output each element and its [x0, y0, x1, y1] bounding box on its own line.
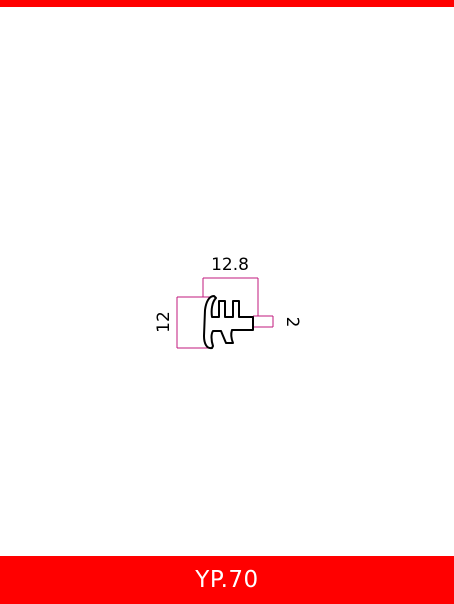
top-accent-bar	[0, 0, 454, 7]
dimension-height-label: 12	[154, 311, 174, 333]
dimension-height: 12	[154, 296, 210, 349]
dimension-width: 12.8	[202, 255, 259, 316]
dimension-thickness: 2	[253, 315, 302, 328]
dimension-thickness-label: 2	[282, 317, 302, 328]
profile-outline	[203, 295, 254, 350]
footer-bar: YP.70	[0, 556, 454, 604]
dimension-width-label: 12.8	[211, 255, 249, 275]
profile-code: YP.70	[195, 567, 259, 593]
